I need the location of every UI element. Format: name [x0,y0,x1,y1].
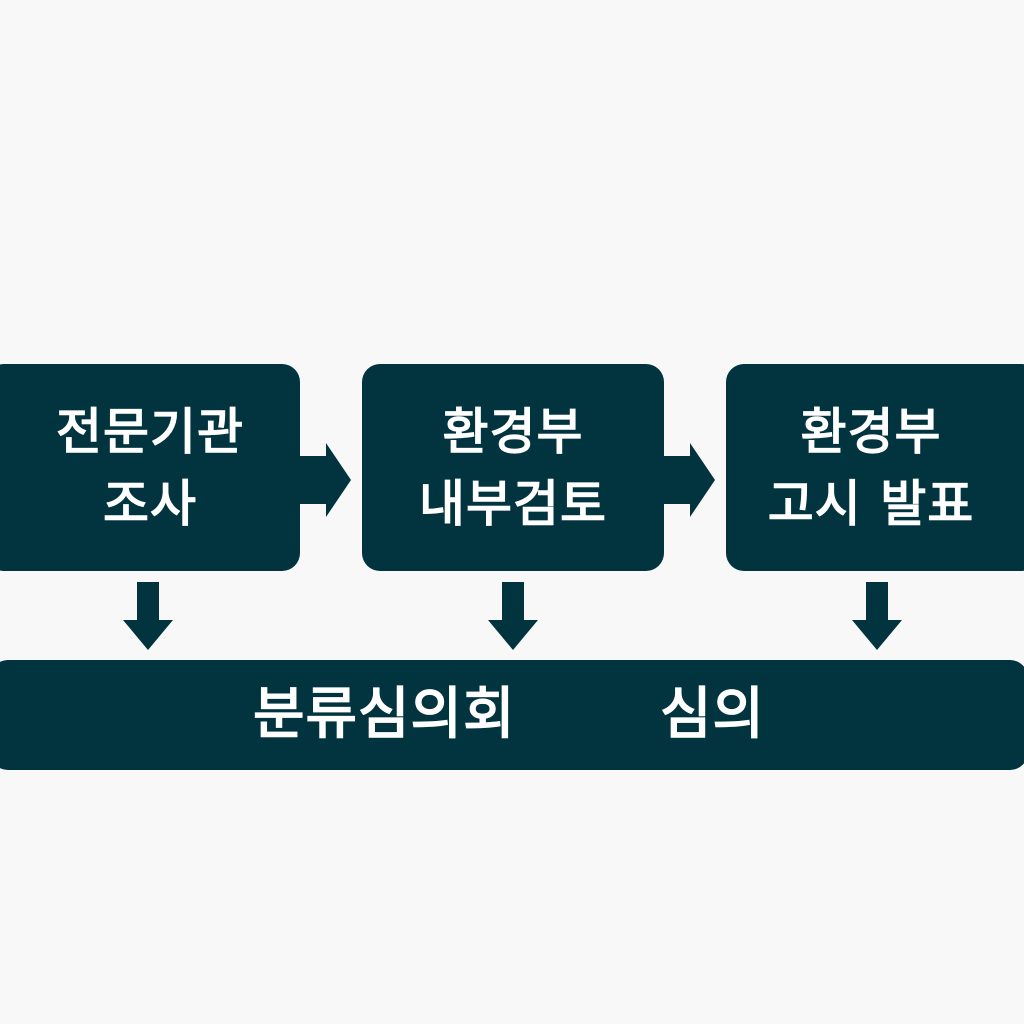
step-box-1: 전문기관 조사 [0,364,300,571]
right-arrow-2 [664,443,715,517]
step-3-line-1: 환경부 [800,402,942,461]
step-3-line-2: 고시 발표 [767,474,975,533]
right-arrow-1 [300,443,351,517]
step-2-line-1: 환경부 [442,402,584,461]
step-box-3: 환경부 고시 발표 [726,364,1024,571]
review-committee-bar: 분류심의회 심의 [0,660,1024,770]
step-box-2: 환경부 내부검토 [362,364,664,571]
step-1-line-2: 조사 [103,474,197,533]
step-1-line-1: 전문기관 [56,402,244,461]
down-arrow-3 [852,582,902,650]
review-label: 심의 [660,682,766,747]
step-2-line-2: 내부검토 [419,474,607,533]
down-arrow-1 [123,582,173,650]
committee-label: 분류심의회 [253,682,516,747]
down-arrow-2 [488,582,538,650]
